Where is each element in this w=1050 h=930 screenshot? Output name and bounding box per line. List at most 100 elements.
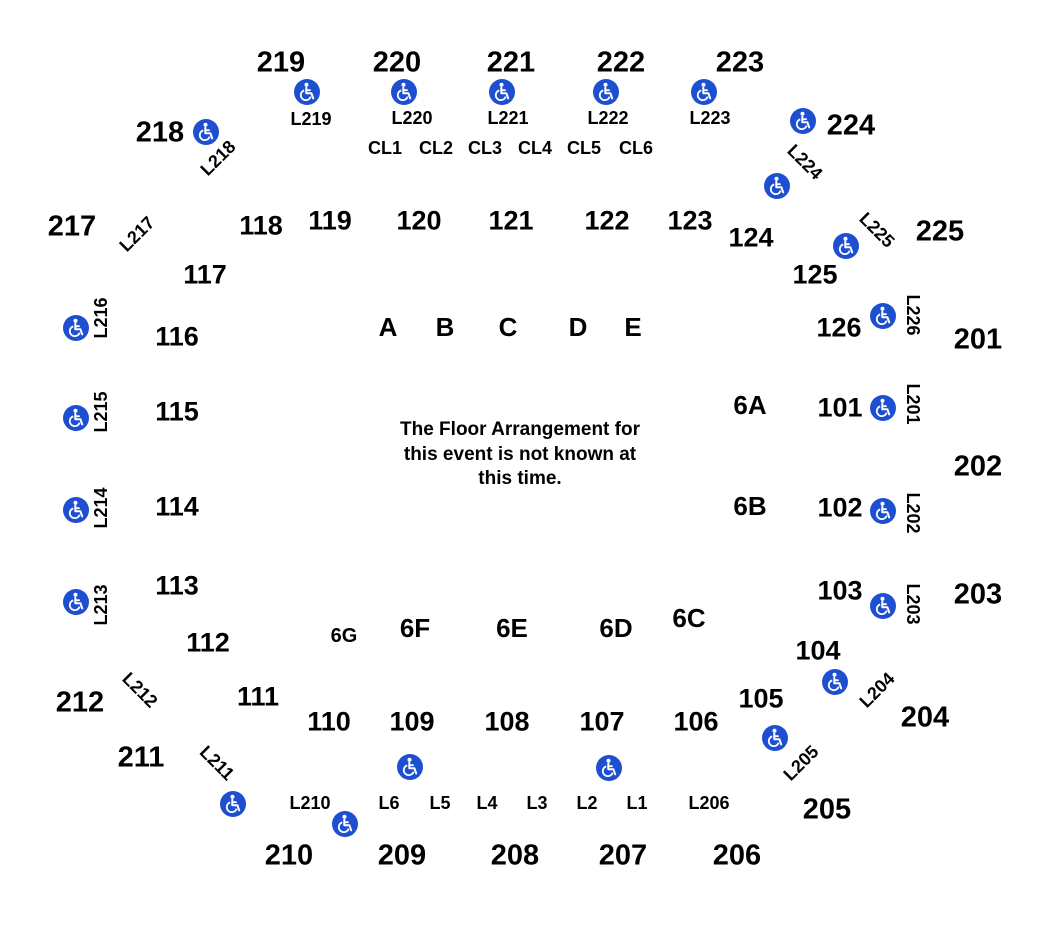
loge-l206[interactable]: L206 <box>688 793 730 813</box>
section-223[interactable]: 223 <box>715 46 765 79</box>
section-210[interactable]: 210 <box>264 839 314 872</box>
section-219[interactable]: 219 <box>256 46 306 79</box>
loge-cl5[interactable]: CL5 <box>566 138 602 158</box>
section-209[interactable]: 209 <box>377 839 427 872</box>
section-207[interactable]: 207 <box>598 839 648 872</box>
section-126[interactable]: 126 <box>816 312 862 343</box>
loge-l210[interactable]: L210 <box>289 793 331 813</box>
section-124[interactable]: 124 <box>728 222 774 253</box>
loge-cl4[interactable]: CL4 <box>517 138 553 158</box>
section-202[interactable]: 202 <box>953 450 1003 483</box>
section-107[interactable]: 107 <box>579 706 625 737</box>
section-123[interactable]: 123 <box>667 205 713 236</box>
loge-l220[interactable]: L220 <box>391 108 433 128</box>
section-218[interactable]: 218 <box>135 116 185 149</box>
floor-section-6b[interactable]: 6B <box>733 491 767 521</box>
floor-section-b[interactable]: B <box>435 312 455 342</box>
section-101[interactable]: 101 <box>817 392 863 423</box>
loge-l5[interactable]: L5 <box>429 793 451 813</box>
loge-l211[interactable]: L211 <box>195 741 239 785</box>
loge-l4[interactable]: L4 <box>476 793 498 813</box>
section-121[interactable]: 121 <box>488 205 534 236</box>
section-208[interactable]: 208 <box>490 839 540 872</box>
loge-l203[interactable]: L203 <box>903 583 923 625</box>
loge-l214[interactable]: L214 <box>91 487 111 529</box>
section-217[interactable]: 217 <box>47 210 97 243</box>
loge-l215[interactable]: L215 <box>91 391 111 433</box>
section-212[interactable]: 212 <box>55 686 105 719</box>
section-120[interactable]: 120 <box>396 205 442 236</box>
loge-l216[interactable]: L216 <box>91 297 111 339</box>
floor-section-e[interactable]: E <box>624 312 642 342</box>
section-201[interactable]: 201 <box>953 323 1003 356</box>
floor-section-6g[interactable]: 6G <box>330 625 358 647</box>
section-102[interactable]: 102 <box>817 492 863 523</box>
loge-l225[interactable]: L225 <box>855 208 899 252</box>
loge-l2[interactable]: L2 <box>576 793 598 813</box>
loge-cl6[interactable]: CL6 <box>618 138 654 158</box>
section-224[interactable]: 224 <box>826 109 876 142</box>
loge-l224[interactable]: L224 <box>783 140 827 184</box>
section-221[interactable]: 221 <box>486 46 536 79</box>
floor-section-6c[interactable]: 6C <box>672 603 706 633</box>
wheelchair-icon <box>63 497 89 523</box>
section-106[interactable]: 106 <box>673 706 719 737</box>
section-108[interactable]: 108 <box>484 706 530 737</box>
section-122[interactable]: 122 <box>584 205 630 236</box>
section-113[interactable]: 113 <box>155 570 199 601</box>
loge-l223[interactable]: L223 <box>689 108 731 128</box>
loge-l226[interactable]: L226 <box>903 294 923 336</box>
section-109[interactable]: 109 <box>389 706 435 737</box>
section-104[interactable]: 104 <box>795 635 841 666</box>
wheelchair-icon <box>870 593 896 619</box>
loge-l201[interactable]: L201 <box>903 383 923 425</box>
loge-cl1[interactable]: CL1 <box>367 138 403 158</box>
loge-l204[interactable]: L204 <box>855 668 899 712</box>
loge-l219[interactable]: L219 <box>290 109 332 129</box>
floor-section-6a[interactable]: 6A <box>733 390 767 420</box>
loge-cl2[interactable]: CL2 <box>418 138 454 158</box>
section-206[interactable]: 206 <box>712 839 762 872</box>
section-116[interactable]: 116 <box>155 321 199 352</box>
wheelchair-icon <box>391 79 417 105</box>
wheelchair-icon <box>833 233 859 259</box>
section-118[interactable]: 118 <box>239 210 283 241</box>
loge-l217[interactable]: L217 <box>115 212 159 256</box>
section-114[interactable]: 114 <box>155 491 199 522</box>
loge-l6[interactable]: L6 <box>378 793 400 813</box>
loge-l202[interactable]: L202 <box>903 492 923 534</box>
section-105[interactable]: 105 <box>738 683 784 714</box>
section-119[interactable]: 119 <box>308 205 352 236</box>
loge-l3[interactable]: L3 <box>526 793 548 813</box>
wheelchair-icon <box>489 79 515 105</box>
section-111[interactable]: 111 <box>236 681 280 712</box>
section-220[interactable]: 220 <box>372 46 422 79</box>
loge-l222[interactable]: L222 <box>587 108 629 128</box>
section-222[interactable]: 222 <box>596 46 646 79</box>
section-205[interactable]: 205 <box>802 793 852 826</box>
loge-l1[interactable]: L1 <box>626 793 648 813</box>
floor-section-d[interactable]: D <box>568 312 588 342</box>
loge-l213[interactable]: L213 <box>91 584 111 626</box>
section-225[interactable]: 225 <box>915 215 965 248</box>
loge-cl3[interactable]: CL3 <box>467 138 503 158</box>
floor-section-6e[interactable]: 6E <box>496 613 528 643</box>
section-203[interactable]: 203 <box>953 578 1003 611</box>
section-110[interactable]: 110 <box>307 706 351 737</box>
floor-section-c[interactable]: C <box>498 312 518 342</box>
wheelchair-icon <box>294 79 320 105</box>
floor-section-6d[interactable]: 6D <box>599 613 633 643</box>
section-204[interactable]: 204 <box>900 701 950 734</box>
floor-section-a[interactable]: A <box>378 312 398 342</box>
wheelchair-icon <box>762 725 788 751</box>
section-112[interactable]: 112 <box>186 627 230 658</box>
section-115[interactable]: 115 <box>155 396 199 427</box>
section-125[interactable]: 125 <box>792 259 838 290</box>
section-117[interactable]: 117 <box>183 259 227 290</box>
floor-section-6f[interactable]: 6F <box>399 613 431 643</box>
section-211[interactable]: 211 <box>117 741 165 774</box>
loge-l221[interactable]: L221 <box>487 108 529 128</box>
section-103[interactable]: 103 <box>817 575 863 606</box>
loge-l212[interactable]: L212 <box>118 668 162 712</box>
